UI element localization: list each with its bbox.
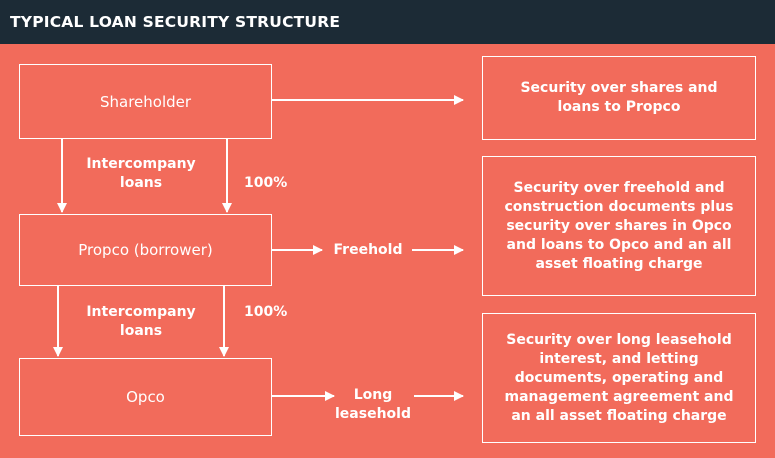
propco-box: Propco (borrower): [19, 214, 272, 286]
diagram-title: TYPICAL LOAN SECURITY STRUCTURE: [10, 13, 341, 31]
opco-box: Opco: [19, 358, 272, 436]
security-text-propco: Security over freehold and construction …: [504, 179, 734, 272]
ownership-label-1: 100%: [244, 175, 288, 191]
intercompany-loans-label-2: Intercompany loans: [86, 304, 196, 339]
freehold-label: Freehold: [333, 242, 403, 258]
shareholder-label: Shareholder: [99, 92, 192, 111]
opco-label: Opco: [126, 388, 165, 406]
header-bar: TYPICAL LOAN SECURITY STRUCTURE: [0, 0, 775, 44]
security-box-opco: Security over long leasehold interest, a…: [482, 313, 756, 443]
intercompany-loans-label-1: Intercompany loans: [86, 156, 196, 191]
security-box-propco: Security over freehold and construction …: [482, 156, 756, 296]
security-text-opco: Security over long leasehold interest, a…: [504, 331, 734, 424]
security-box-shareholder: Security over shares and loans to Propco: [482, 56, 756, 140]
ownership-label-2: 100%: [244, 304, 288, 320]
security-text-shareholder: Security over shares and loans to Propco: [520, 80, 718, 115]
long-leasehold-label: Long leasehold: [335, 387, 411, 422]
shareholder-box: Shareholder: [19, 64, 272, 139]
propco-label: Propco (borrower): [78, 241, 213, 259]
